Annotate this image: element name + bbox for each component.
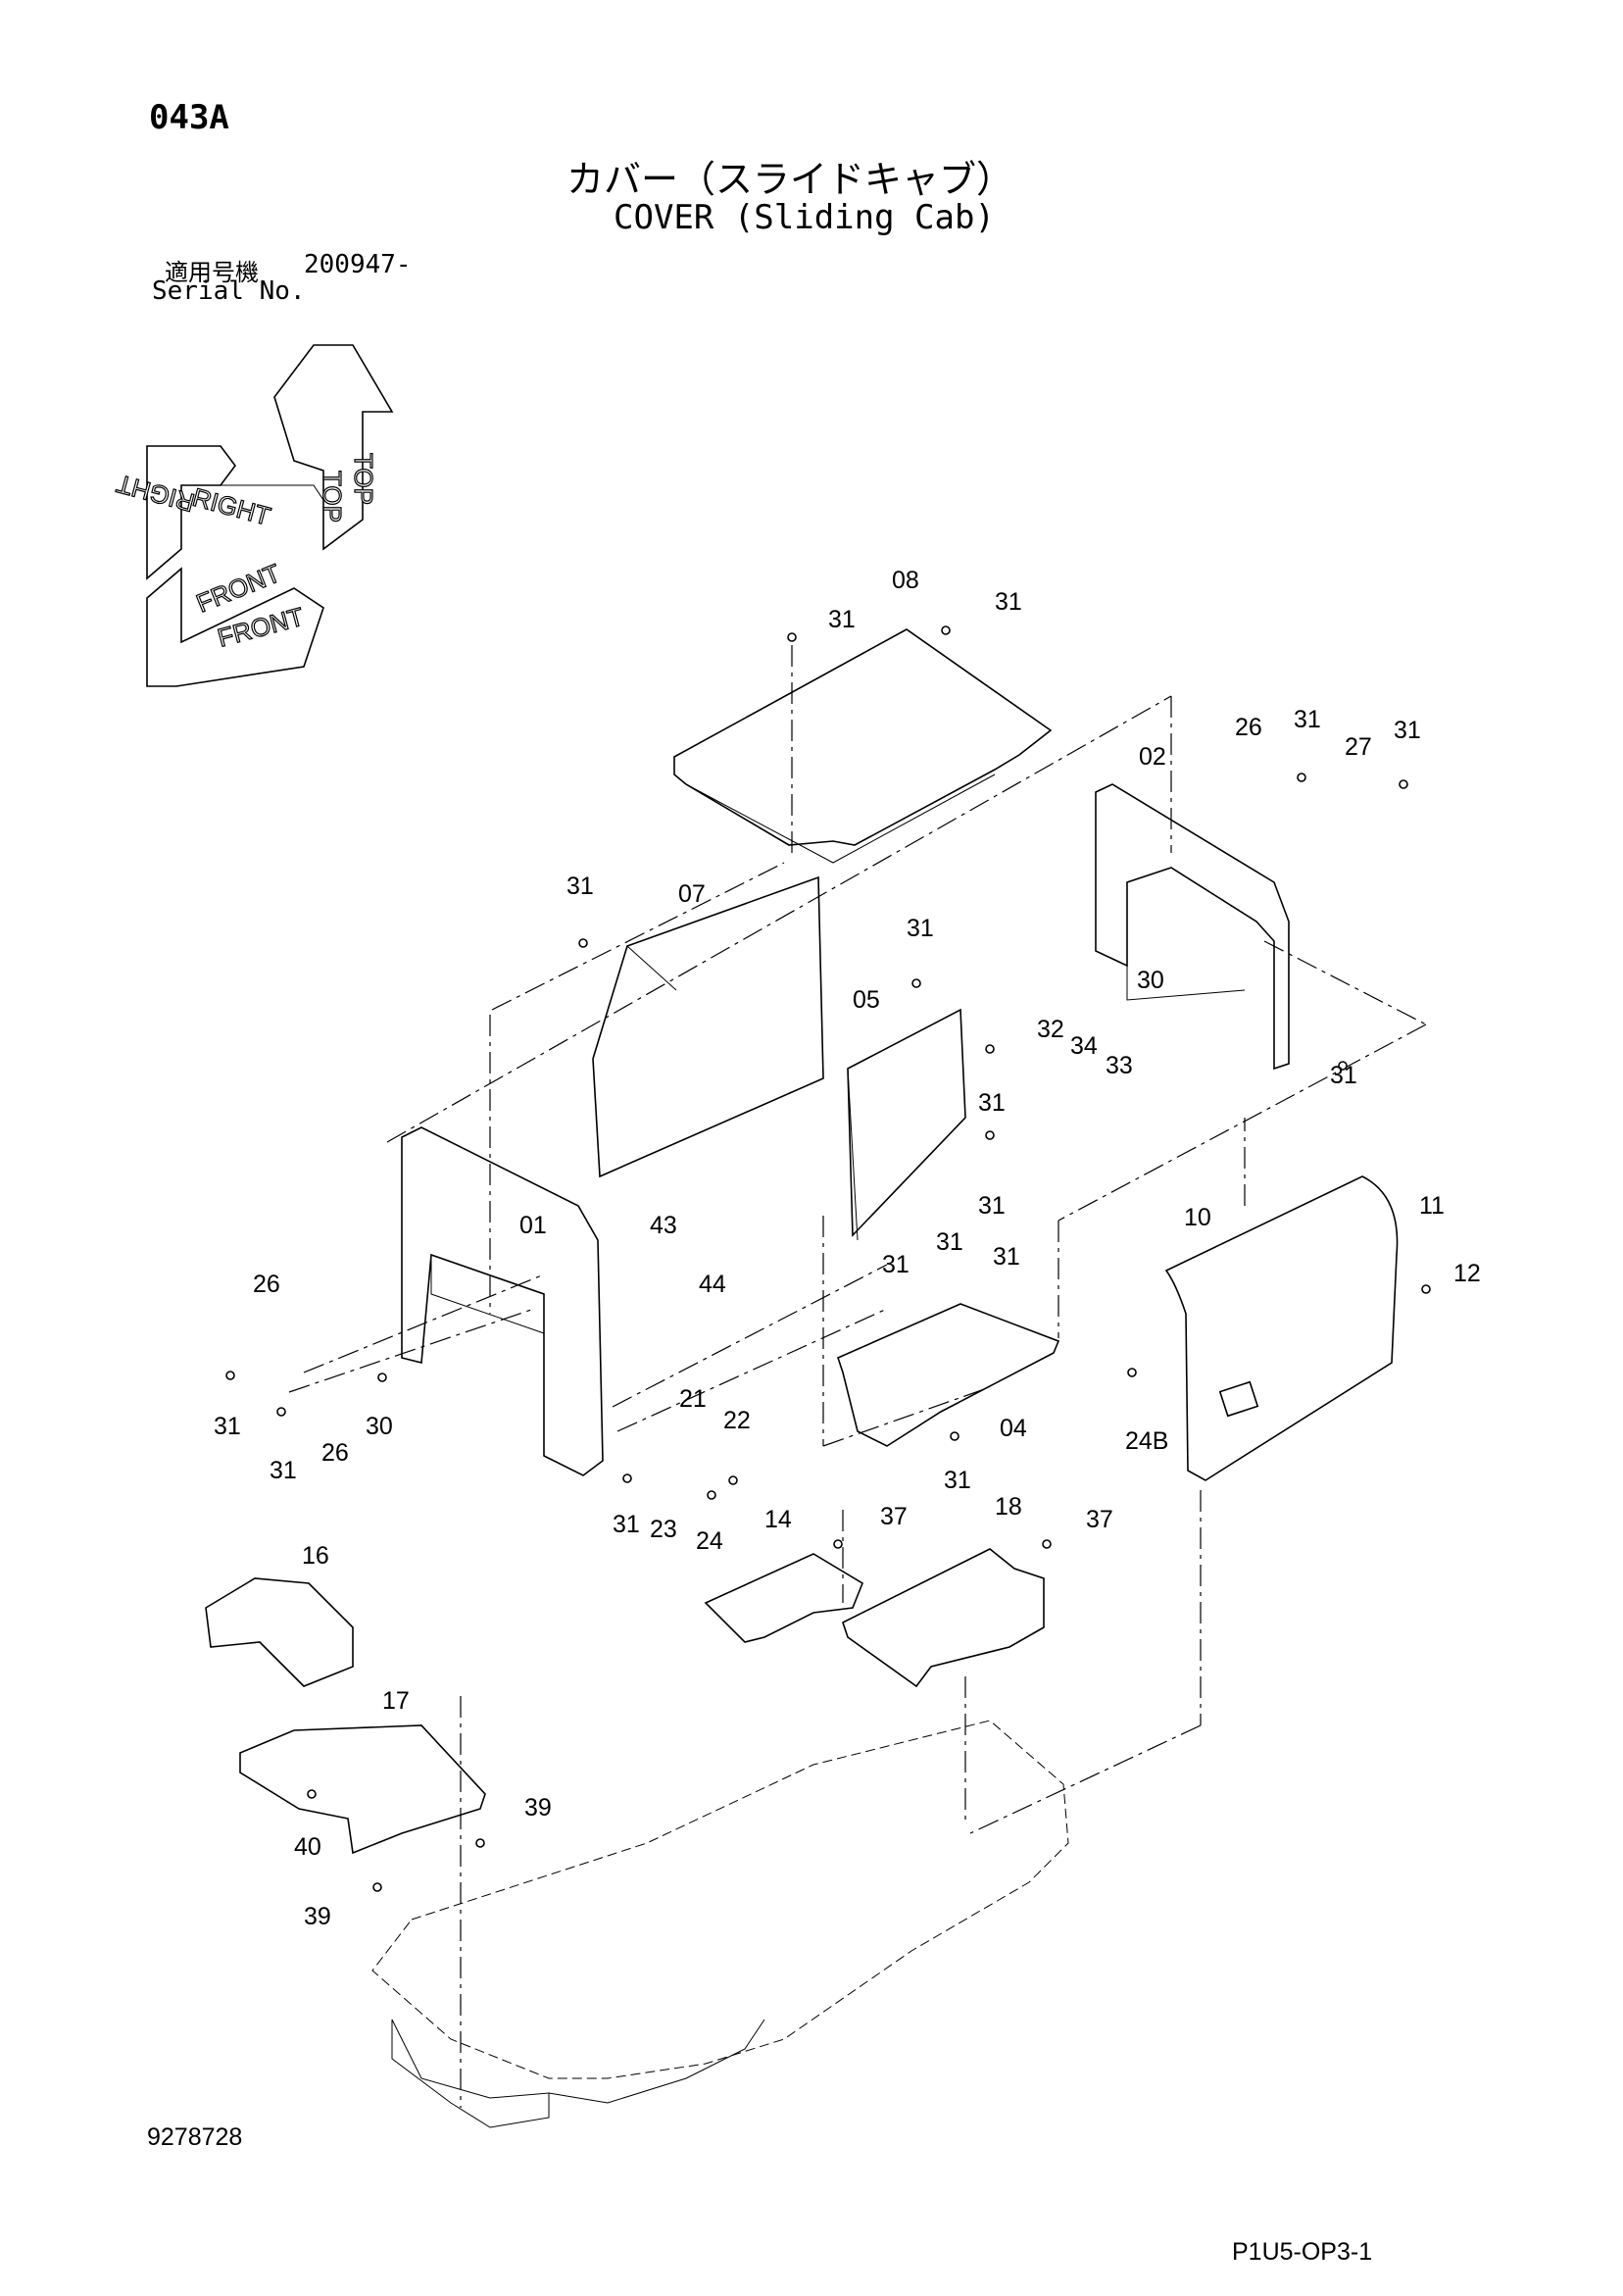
callout-31: 31 <box>978 1089 1006 1117</box>
part-07-upper-panel <box>592 875 824 1178</box>
callout-43: 43 <box>650 1212 677 1239</box>
callout-33: 33 <box>1106 1052 1133 1079</box>
callout-22: 22 <box>723 1407 751 1434</box>
callout-44: 44 <box>699 1271 726 1298</box>
callout-31: 31 <box>270 1457 297 1484</box>
orientation-right-label-a: RIGHT <box>114 469 198 518</box>
callout-31: 31 <box>1394 717 1421 744</box>
callout-37: 37 <box>1086 1506 1113 1533</box>
callout-24B: 24B <box>1125 1427 1168 1455</box>
serial-label-english: Serial No. <box>152 276 306 306</box>
callout-30: 30 <box>1137 967 1164 994</box>
callout-31: 31 <box>214 1413 241 1440</box>
part-10-side-cover <box>1164 1175 1399 1481</box>
callout-01: 01 <box>519 1212 547 1239</box>
callout-24: 24 <box>696 1527 723 1555</box>
callout-labels: 08 31 31 26 31 27 31 02 31 07 31 05 30 3… <box>214 567 1481 1930</box>
base-frame <box>371 1720 1069 2128</box>
part-02-right-panel <box>1095 783 1290 1071</box>
callout-40: 40 <box>294 1833 321 1861</box>
callout-31: 31 <box>978 1192 1006 1220</box>
callout-31: 31 <box>566 873 594 900</box>
callout-23: 23 <box>650 1516 677 1543</box>
callout-31: 31 <box>936 1228 963 1256</box>
callout-16: 16 <box>302 1542 329 1570</box>
callout-11: 11 <box>1419 1192 1445 1220</box>
title-english: COVER (Sliding Cab) <box>614 198 995 237</box>
part-05-center-panel <box>847 1008 966 1241</box>
part-01-left-panel <box>401 1126 604 1476</box>
fasteners <box>225 625 1431 1892</box>
serial-number-value: 200947- <box>304 250 412 279</box>
serial-label-japanese: 適用号機 <box>165 259 259 286</box>
callout-27: 27 <box>1345 733 1372 761</box>
orientation-top-label-b: TOP <box>349 453 378 505</box>
orientation-right-label-b: RIGHT <box>189 482 273 531</box>
part-04-lower-tray <box>837 1303 1060 1447</box>
callout-14: 14 <box>764 1506 792 1533</box>
part-08-top-cover <box>673 628 1053 864</box>
orientation-top-label-a: TOP <box>318 471 347 523</box>
title-japanese: カバー（スライドキャブ） <box>566 158 1014 201</box>
callout-17: 17 <box>382 1687 410 1715</box>
callout-31: 31 <box>944 1467 971 1494</box>
part-14-cover <box>704 1553 863 1643</box>
part-16-guard <box>205 1577 354 1687</box>
orientation-indicator: TOP TOP RIGHT RIGHT FRONT FRONT <box>113 344 394 687</box>
callout-26: 26 <box>1235 714 1262 741</box>
callout-18: 18 <box>995 1493 1022 1521</box>
callout-21: 21 <box>679 1385 707 1413</box>
callout-31: 31 <box>1294 706 1321 733</box>
page-reference: P1U5-OP3-1 <box>1232 2238 1373 2266</box>
part-18-cover <box>842 1548 1045 1688</box>
callout-07: 07 <box>678 880 706 908</box>
callout-12: 12 <box>1453 1260 1481 1287</box>
callout-31: 31 <box>613 1511 640 1538</box>
callout-39: 39 <box>304 1903 331 1930</box>
callout-31: 31 <box>995 588 1022 616</box>
callout-04: 04 <box>1000 1415 1027 1442</box>
callout-32: 32 <box>1037 1016 1064 1043</box>
callout-31: 31 <box>828 606 856 633</box>
page-code: 043A <box>149 98 229 137</box>
callout-39: 39 <box>524 1794 552 1822</box>
alignment-lines <box>288 637 1427 2108</box>
callout-34: 34 <box>1070 1032 1098 1060</box>
callout-31: 31 <box>882 1251 910 1278</box>
callout-31: 31 <box>993 1243 1020 1271</box>
callout-37: 37 <box>880 1503 908 1530</box>
callout-02: 02 <box>1139 743 1166 771</box>
callout-05: 05 <box>853 986 880 1014</box>
callout-26: 26 <box>321 1439 349 1467</box>
orientation-front-label-b: FRONT <box>215 602 307 653</box>
callout-26: 26 <box>253 1271 280 1298</box>
callout-31: 31 <box>907 915 934 942</box>
drawing-number: 9278728 <box>147 2123 243 2151</box>
part-17-under-cover <box>239 1724 486 1855</box>
callout-08: 08 <box>892 567 919 594</box>
callout-10: 10 <box>1184 1204 1211 1231</box>
callout-30: 30 <box>366 1413 393 1440</box>
callout-31: 31 <box>1330 1062 1357 1089</box>
